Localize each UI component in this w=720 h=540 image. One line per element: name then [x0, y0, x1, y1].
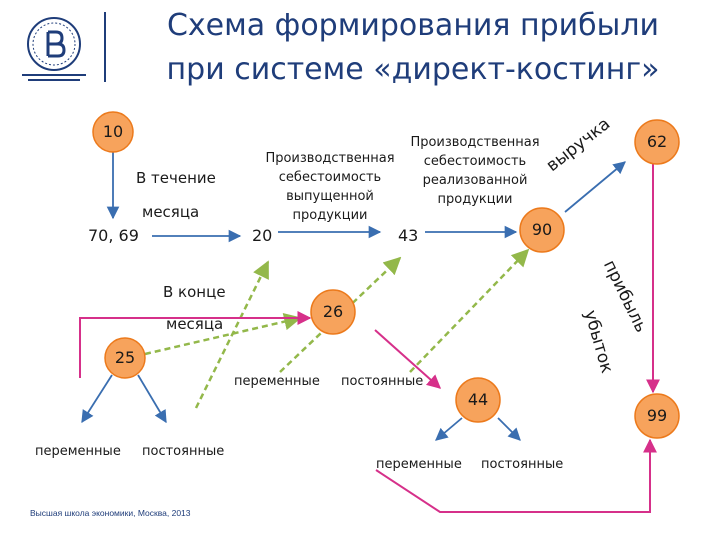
node-90-value: 90 [531, 220, 553, 239]
node-62 [634, 119, 680, 165]
slide-header: Схема формирования прибыли при системе «… [0, 0, 720, 96]
node-90 [519, 207, 565, 253]
dash-arrow-const-to-90 [409, 248, 530, 373]
hse-logo [22, 17, 86, 81]
footer-caption: Высшая школа экономики, Москва, 2013 [30, 508, 191, 518]
sold-line-3: реализованной [422, 173, 528, 188]
label-variable-right: переменные [376, 457, 462, 472]
title-line-2: при системе «директ-костинг» [166, 52, 660, 87]
header-divider [104, 12, 106, 82]
node-62-value: 62 [646, 132, 668, 151]
arrow-44-to-var [435, 417, 463, 441]
pink-arrows [79, 162, 660, 513]
label-during: В течение [136, 169, 216, 187]
dash-arrow-25-to-26 [144, 313, 302, 356]
pink-arrow-to-44 [374, 329, 442, 389]
label-fixed-mid: постоянные [341, 374, 424, 389]
node-99-value: 99 [646, 406, 668, 425]
label-fixed-right: постоянные [481, 457, 564, 472]
label-month-1: месяца [142, 203, 200, 221]
pink-arrow-to-99 [375, 438, 657, 513]
produced-line-3: выпущенной [286, 189, 374, 204]
label-month-2: месяца [166, 315, 224, 333]
node-10 [92, 111, 134, 153]
title-line-1: Схема формирования прибыли [166, 8, 660, 43]
node-26-value: 26 [322, 302, 344, 321]
produced-line-4: продукции [292, 208, 368, 223]
arrow-25-to-var [81, 374, 113, 424]
label-fixed-left: постоянные [142, 444, 225, 459]
node-25 [104, 337, 146, 379]
label-variable-mid: переменные [234, 374, 320, 389]
label-43: 43 [398, 226, 419, 245]
blue-arrows [81, 151, 626, 441]
label-variable-left: переменные [35, 444, 121, 459]
node-10-value: 10 [102, 122, 124, 141]
node-99 [634, 393, 680, 439]
value-nodes [92, 111, 680, 439]
page-title: Схема формирования прибыли при системе «… [118, 4, 708, 92]
label-end: В конце [163, 283, 226, 301]
pink-arrow-25-to-26 [79, 311, 312, 378]
arrow-90-to-62 [564, 161, 626, 213]
node-44-value: 44 [467, 390, 489, 409]
label-7069: 70, 69 [88, 226, 139, 245]
produced-line-2: себестоимость [278, 170, 382, 185]
sold-line-1: Производственная [410, 135, 540, 150]
sold-line-4: продукции [437, 192, 513, 207]
arrow-44-to-const [497, 417, 521, 441]
node-26 [310, 289, 356, 335]
dash-arrow-const-to-20 [194, 260, 270, 409]
sold-line-2: себестоимость [423, 154, 527, 169]
node-44 [455, 377, 501, 423]
label-20: 20 [252, 226, 273, 245]
produced-line-1: Производственная [265, 151, 395, 166]
arrow-25-to-const [137, 374, 167, 424]
node-25-value: 25 [114, 348, 136, 367]
